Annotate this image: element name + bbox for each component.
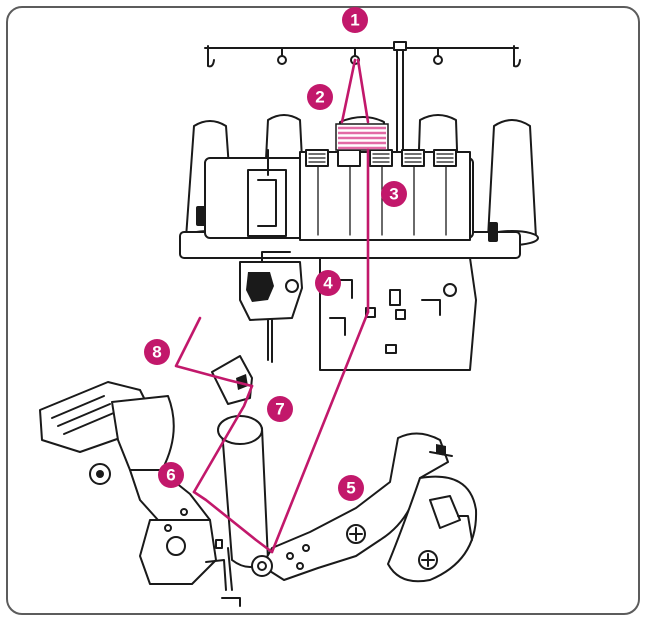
thread-guide-eyelet bbox=[434, 56, 442, 64]
thread-guide-eyelet bbox=[278, 56, 286, 64]
tension-dial bbox=[338, 150, 360, 166]
machine-body bbox=[180, 124, 520, 370]
step-number: 8 bbox=[152, 343, 161, 362]
step-badge-5: 5 bbox=[338, 475, 364, 501]
step-number: 6 bbox=[166, 466, 175, 485]
step-number: 3 bbox=[389, 185, 398, 204]
step-badge-4: 4 bbox=[315, 270, 341, 296]
left-looper bbox=[40, 382, 240, 606]
step-number: 2 bbox=[315, 88, 324, 107]
thread-segment bbox=[358, 60, 368, 122]
needle-assembly bbox=[240, 252, 302, 362]
looper-arm bbox=[212, 356, 268, 567]
step-badge-1: 1 bbox=[342, 7, 368, 33]
step-badge-6: 6 bbox=[158, 462, 184, 488]
step-number: 5 bbox=[346, 479, 355, 498]
thread-segment bbox=[342, 60, 355, 122]
step-badge-8: 8 bbox=[144, 339, 170, 365]
needle bbox=[268, 320, 272, 362]
step-badge-7: 7 bbox=[267, 396, 293, 422]
thread-cone bbox=[488, 120, 536, 238]
step-badge-3: 3 bbox=[381, 181, 407, 207]
step-number: 4 bbox=[323, 274, 333, 293]
step-badge-2: 2 bbox=[307, 84, 333, 110]
step-number: 7 bbox=[275, 400, 284, 419]
step-number: 1 bbox=[350, 11, 359, 30]
right-looper bbox=[252, 433, 476, 581]
